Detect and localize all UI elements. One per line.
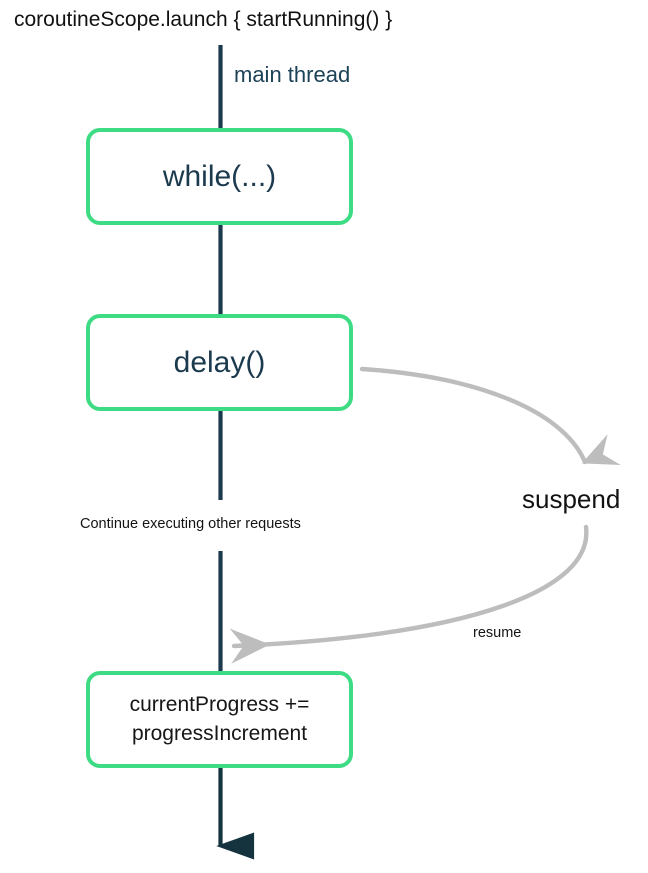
- main-thread-label: main thread: [234, 62, 351, 87]
- node-progress-label-line1: currentProgress +=: [129, 693, 310, 717]
- node-progress-increment[interactable]: currentProgress += progressIncrement: [86, 671, 353, 768]
- resume-label: resume: [473, 625, 522, 641]
- suspend-arrow: [359, 366, 621, 465]
- node-progress-text: currentProgress += progressIncrement: [130, 691, 310, 748]
- node-delay-label: delay(): [173, 345, 266, 379]
- node-while-label: while(...): [162, 159, 277, 193]
- node-while[interactable]: while(...): [86, 128, 353, 225]
- suspend-label: suspend: [522, 484, 621, 514]
- page-title: coroutineScope.launch { startRunning() }: [14, 8, 393, 31]
- resume-arrow: [229, 524, 589, 664]
- node-delay[interactable]: delay(): [86, 314, 353, 411]
- node-progress-label-line2: progressIncrement: [131, 721, 308, 745]
- continue-executing-caption: Continue executing other requests: [80, 516, 301, 532]
